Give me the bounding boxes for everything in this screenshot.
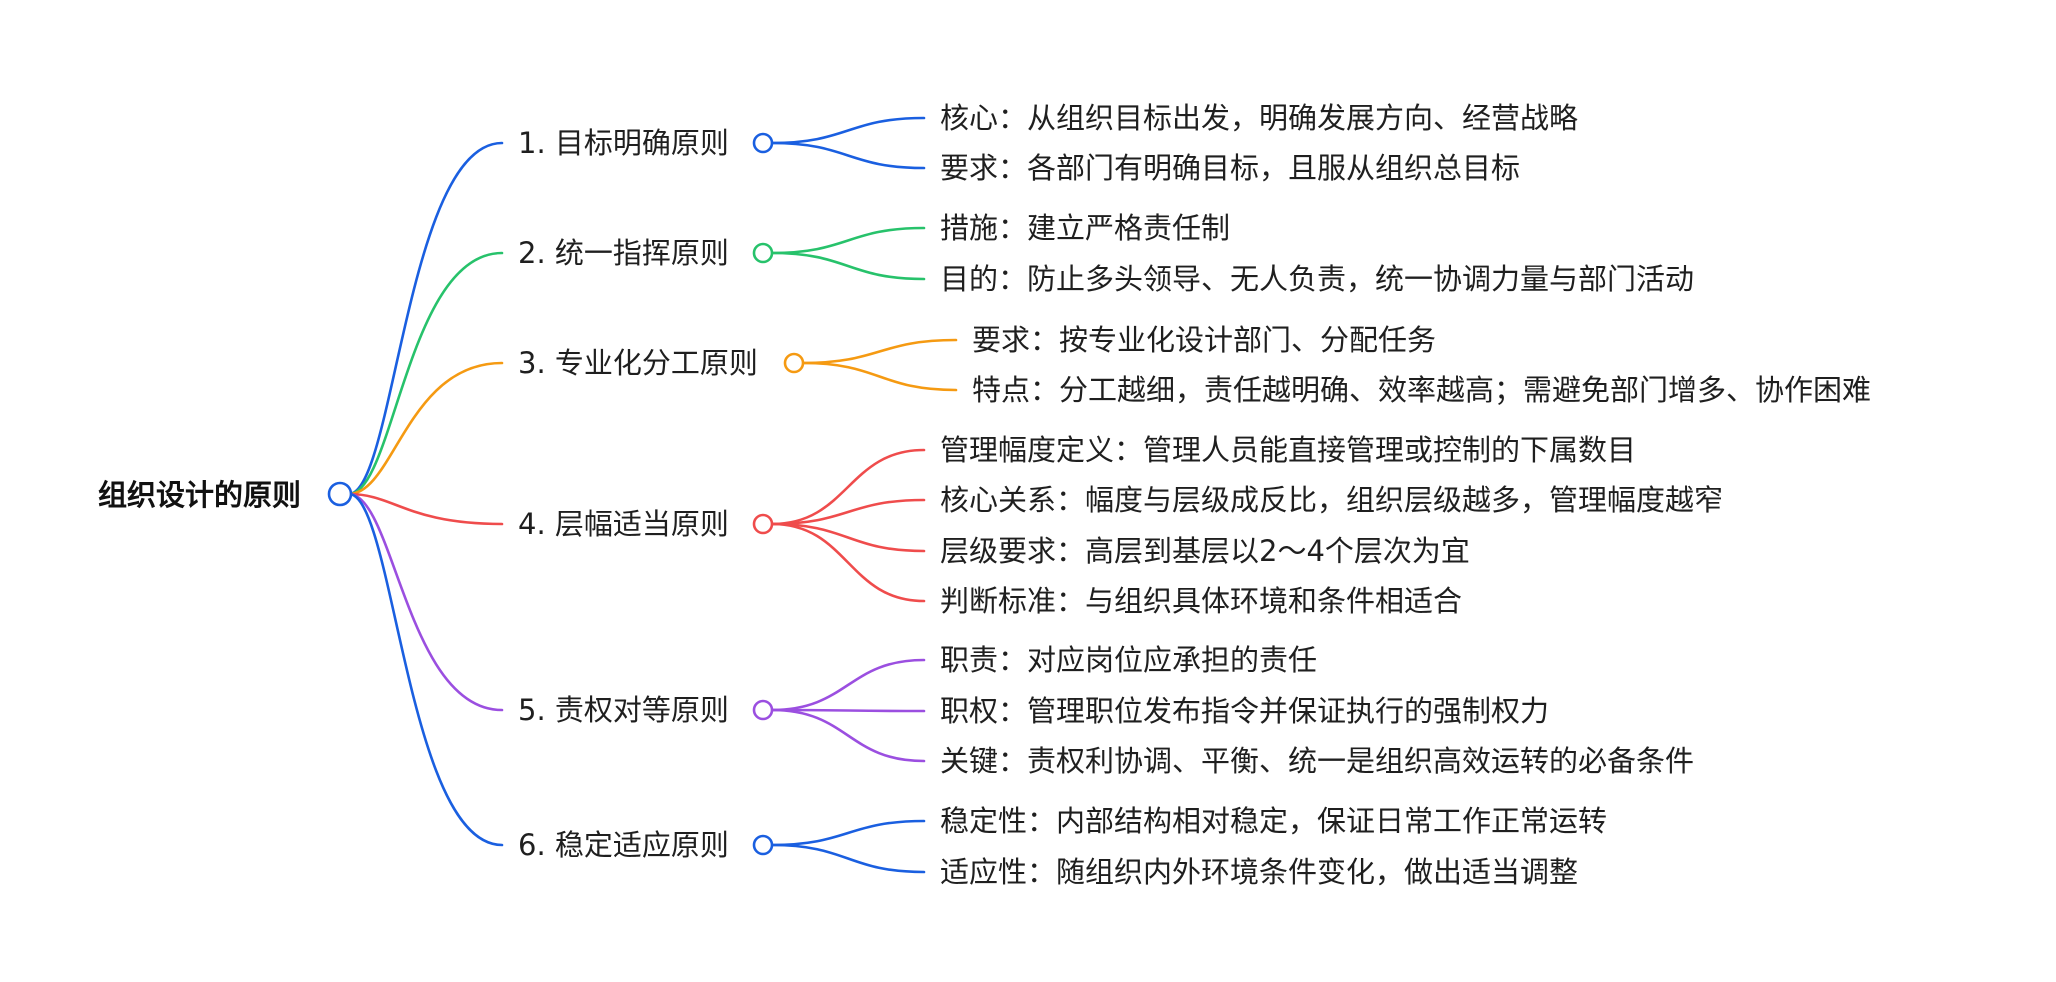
link-branch-5-to-leaf-1 bbox=[770, 658, 926, 712]
branch-1-leaf-1[interactable]: 核心：从组织目标出发，明确发展方向、经营战略 bbox=[940, 101, 1578, 135]
link-root-to-branch-5 bbox=[347, 492, 504, 712]
link-branch-6-to-leaf-1 bbox=[770, 819, 926, 847]
root-node-label[interactable]: 组织设计的原则 bbox=[98, 478, 301, 512]
branch-2-collapse-toggle[interactable] bbox=[752, 242, 774, 264]
branch-5-leaf-2[interactable]: 职权：管理职位发布指令并保证执行的强制权力 bbox=[940, 694, 1549, 728]
link-branch-2-to-leaf-2 bbox=[770, 251, 926, 281]
link-branch-4-to-leaf-1 bbox=[770, 448, 926, 526]
branch-6-leaf-2[interactable]: 适应性：随组织内外环境条件变化，做出适当调整 bbox=[940, 855, 1578, 889]
branch-4-leaf-2[interactable]: 核心关系：幅度与层级成反比，组织层级越多，管理幅度越窄 bbox=[940, 483, 1723, 517]
branch-6-collapse-toggle[interactable] bbox=[752, 834, 774, 856]
link-branch-4-to-leaf-2 bbox=[770, 498, 926, 526]
link-branch-1-to-leaf-2 bbox=[770, 141, 926, 170]
link-root-to-branch-2 bbox=[347, 251, 504, 496]
link-branch-2-to-leaf-1 bbox=[770, 226, 926, 255]
branch-3-collapse-toggle[interactable] bbox=[783, 352, 805, 374]
link-root-to-branch-3 bbox=[347, 361, 504, 496]
branch-2-label[interactable]: 2. 统一指挥原则 bbox=[518, 236, 729, 270]
link-root-to-branch-6 bbox=[347, 492, 504, 847]
link-branch-1-to-leaf-1 bbox=[770, 116, 926, 145]
branch-4-leaf-4[interactable]: 判断标准：与组织具体环境和条件相适合 bbox=[940, 584, 1462, 618]
link-root-to-branch-1 bbox=[347, 141, 504, 496]
branch-5-label[interactable]: 5. 责权对等原则 bbox=[518, 693, 729, 727]
branch-5-leaf-1[interactable]: 职责：对应岗位应承担的责任 bbox=[940, 643, 1317, 677]
branch-1-label[interactable]: 1. 目标明确原则 bbox=[518, 126, 729, 160]
link-branch-4-to-leaf-3 bbox=[770, 522, 926, 553]
nodes-layer: 组织设计的原则 1. 目标明确原则核心：从组织目标出发，明确发展方向、经营战略要… bbox=[98, 101, 1871, 889]
link-branch-3-to-leaf-2 bbox=[801, 361, 958, 392]
branch-3-leaf-2[interactable]: 特点：分工越细，责任越明确、效率越高；需避免部门增多、协作困难 bbox=[972, 373, 1871, 407]
branch-6-leaf-1[interactable]: 稳定性：内部结构相对稳定，保证日常工作正常运转 bbox=[940, 804, 1607, 838]
branch-5-collapse-toggle[interactable] bbox=[752, 699, 774, 721]
link-branch-5-to-leaf-2 bbox=[770, 708, 926, 713]
link-root-to-branch-4 bbox=[347, 492, 504, 526]
branch-4-collapse-toggle[interactable] bbox=[752, 513, 774, 535]
branch-2-leaf-1[interactable]: 措施：建立严格责任制 bbox=[940, 211, 1230, 245]
branch-4-label[interactable]: 4. 层幅适当原则 bbox=[518, 507, 729, 541]
branch-1-leaf-2[interactable]: 要求：各部门有明确目标，且服从组织总目标 bbox=[940, 151, 1520, 185]
branch-5-leaf-3[interactable]: 关键：责权利协调、平衡、统一是组织高效运转的必备条件 bbox=[940, 744, 1694, 778]
branch-6-label[interactable]: 6. 稳定适应原则 bbox=[518, 828, 729, 862]
link-branch-5-to-leaf-3 bbox=[770, 708, 926, 763]
branch-3-label[interactable]: 3. 专业化分工原则 bbox=[518, 346, 758, 380]
branch-3-leaf-1[interactable]: 要求：按专业化设计部门、分配任务 bbox=[972, 323, 1436, 357]
links-layer bbox=[347, 116, 958, 874]
link-branch-4-to-leaf-4 bbox=[770, 522, 926, 603]
branch-1-collapse-toggle[interactable] bbox=[752, 132, 774, 154]
branch-4-leaf-3[interactable]: 层级要求：高层到基层以2～4个层次为宜 bbox=[940, 534, 1470, 568]
link-branch-6-to-leaf-2 bbox=[770, 843, 926, 874]
branch-4-leaf-1[interactable]: 管理幅度定义：管理人员能直接管理或控制的下属数目 bbox=[940, 433, 1636, 467]
branch-2-leaf-2[interactable]: 目的：防止多头领导、无人负责，统一协调力量与部门活动 bbox=[940, 262, 1694, 296]
link-branch-3-to-leaf-1 bbox=[801, 338, 958, 365]
root-collapse-toggle[interactable] bbox=[327, 481, 353, 507]
